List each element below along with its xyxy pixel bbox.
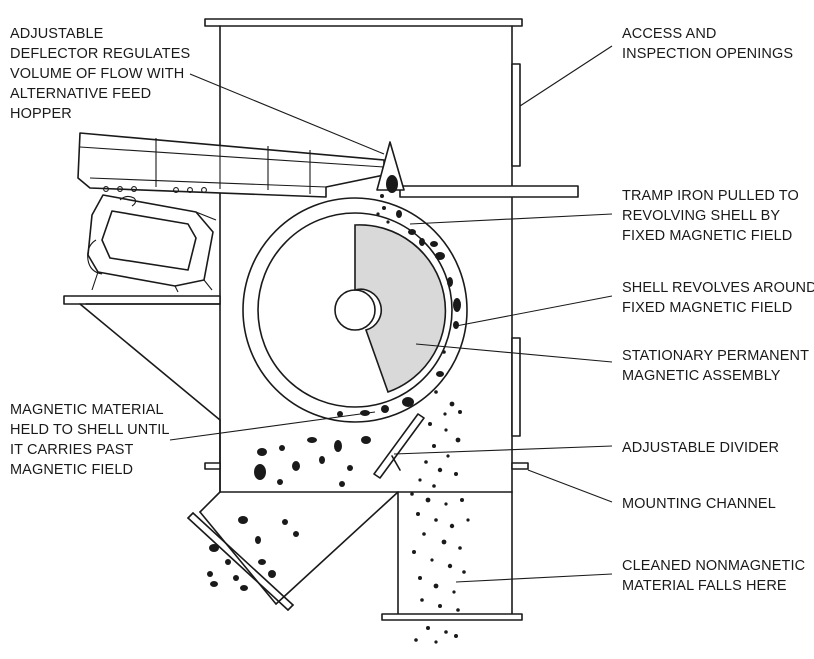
label-line: ALTERNATIVE FEED (10, 86, 151, 102)
svg-text:ALTERNATIVE FEED: ALTERNATIVE FEED (10, 86, 151, 102)
feeder-drive-unit (87, 194, 217, 293)
svg-text:IT CARRIES PAST: IT CARRIES PAST (10, 442, 133, 458)
svg-text:REVOLVING SHELL BY: REVOLVING SHELL BY (622, 208, 780, 224)
label-magnetic-material: MAGNETIC MATERIAL HELD TO SHELL UNTIL IT… (10, 402, 170, 478)
label-mounting-channel: MOUNTING CHANNEL (622, 496, 776, 512)
feeder-bolts (103, 186, 207, 193)
svg-text:CLEANED NONMAGNETIC: CLEANED NONMAGNETIC (622, 558, 805, 574)
svg-text:VOLUME OF FLOW WITH: VOLUME OF FLOW WITH (10, 66, 184, 82)
label-line: MOUNTING CHANNEL (622, 496, 776, 512)
svg-text:ADJUSTABLE: ADJUSTABLE (10, 26, 104, 42)
svg-text:MAGNETIC FIELD: MAGNETIC FIELD (10, 462, 133, 478)
magnetic-material-falling (207, 436, 371, 591)
label-line: HELD TO SHELL UNTIL (10, 422, 170, 438)
label-line: FIXED MAGNETIC FIELD (622, 228, 792, 244)
tramp-iron-particles (337, 175, 461, 417)
label-line: FIXED MAGNETIC FIELD (622, 300, 792, 316)
svg-text:SHELL REVOLVES AROUND: SHELL REVOLVES AROUND (622, 280, 814, 296)
mounting-channel (204, 462, 529, 470)
label-line: DEFLECTOR REGULATES (10, 46, 190, 62)
feed-shelf (399, 185, 579, 198)
label-line: STATIONARY PERMANENT (622, 348, 809, 364)
label-line: MATERIAL FALLS HERE (622, 578, 787, 594)
stationary-magnet-assembly (354, 224, 447, 394)
svg-text:HOPPER: HOPPER (10, 106, 72, 122)
svg-text:DEFLECTOR REGULATES: DEFLECTOR REGULATES (10, 46, 190, 62)
svg-text:MAGNETIC MATERIAL: MAGNETIC MATERIAL (10, 402, 164, 418)
label-line: ADJUSTABLE (10, 26, 104, 42)
nonmagnetic-material-falling (376, 194, 470, 644)
leader-lines (169, 45, 613, 583)
alternative-feed-hopper (63, 132, 385, 421)
label-line: IT CARRIES PAST (10, 442, 133, 458)
label-tramp-iron: TRAMP IRON PULLED TO REVOLVING SHELL BY … (622, 188, 799, 244)
label-adjustable-deflector: ADJUSTABLE DEFLECTOR REGULATES VOLUME OF… (10, 26, 190, 122)
label-stationary-magnet: STATIONARY PERMANENT MAGNETIC ASSEMBLY (622, 348, 809, 384)
label-line: HOPPER (10, 106, 72, 122)
label-line: ACCESS AND (622, 26, 716, 42)
label-cleaned-material: CLEANED NONMAGNETIC MATERIAL FALLS HERE (622, 558, 805, 594)
label-line: SHELL REVOLVES AROUND (622, 280, 814, 296)
svg-text:FIXED MAGNETIC FIELD: FIXED MAGNETIC FIELD (622, 300, 792, 316)
svg-text:ADJUSTABLE DIVIDER: ADJUSTABLE DIVIDER (622, 440, 779, 456)
access-inspection-openings (511, 63, 521, 437)
label-line: MAGNETIC ASSEMBLY (622, 368, 781, 384)
svg-text:FIXED MAGNETIC FIELD: FIXED MAGNETIC FIELD (622, 228, 792, 244)
label-line: CLEANED NONMAGNETIC (622, 558, 805, 574)
svg-text:MOUNTING CHANNEL: MOUNTING CHANNEL (622, 496, 776, 512)
label-line: ADJUSTABLE DIVIDER (622, 440, 779, 456)
label-adjustable-divider: ADJUSTABLE DIVIDER (622, 440, 779, 456)
label-shell-revolves: SHELL REVOLVES AROUND FIXED MAGNETIC FIE… (622, 280, 814, 316)
svg-text:MAGNETIC ASSEMBLY: MAGNETIC ASSEMBLY (622, 368, 781, 384)
label-access-openings: ACCESS AND INSPECTION OPENINGS (622, 26, 793, 62)
revolving-shell (242, 197, 468, 423)
svg-text:HELD TO SHELL UNTIL: HELD TO SHELL UNTIL (10, 422, 170, 438)
svg-text:ACCESS AND: ACCESS AND (622, 26, 716, 42)
svg-text:MATERIAL FALLS HERE: MATERIAL FALLS HERE (622, 578, 787, 594)
svg-text:TRAMP IRON PULLED TO: TRAMP IRON PULLED TO (622, 188, 799, 204)
label-line: MAGNETIC FIELD (10, 462, 133, 478)
label-line: VOLUME OF FLOW WITH (10, 66, 184, 82)
adjustable-divider (373, 413, 425, 479)
svg-text:INSPECTION OPENINGS: INSPECTION OPENINGS (622, 46, 793, 62)
svg-text:STATIONARY PERMANENT: STATIONARY PERMANENT (622, 348, 809, 364)
label-line: TRAMP IRON PULLED TO (622, 188, 799, 204)
label-line: INSPECTION OPENINGS (622, 46, 793, 62)
label-line: REVOLVING SHELL BY (622, 208, 780, 224)
label-line: MAGNETIC MATERIAL (10, 402, 164, 418)
separator-housing (187, 18, 523, 621)
